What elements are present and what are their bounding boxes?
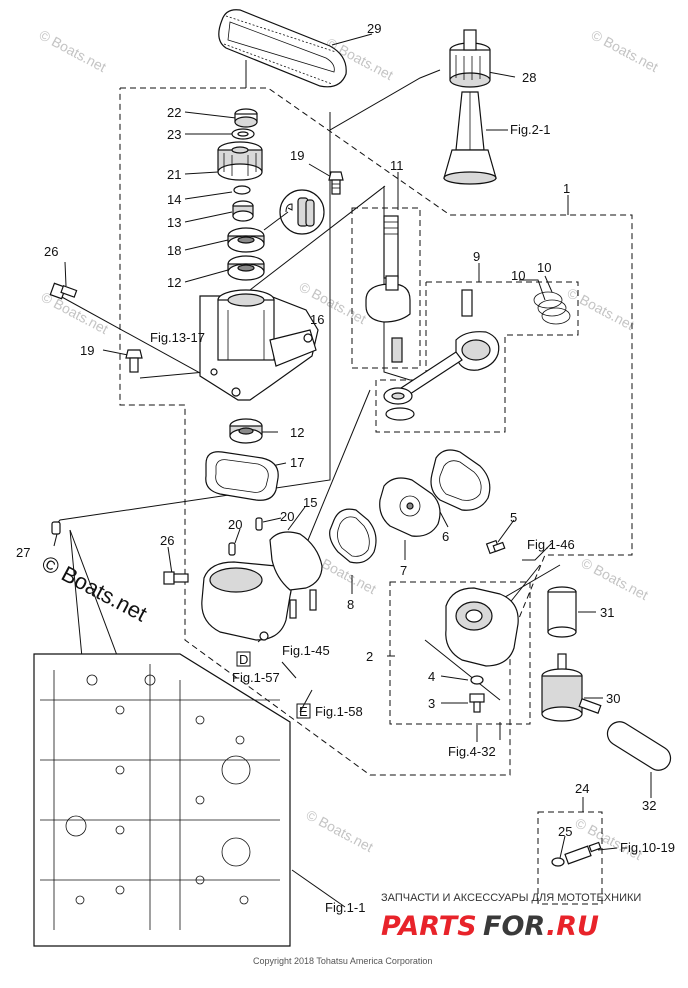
- pulley-assembly: [443, 29, 497, 185]
- callout-22: 22: [167, 105, 181, 120]
- bolt-26-upper: [49, 282, 78, 300]
- callout-20: 20: [280, 509, 294, 524]
- callout-2: 2: [366, 649, 373, 664]
- callout-32: 32: [642, 798, 656, 813]
- callout-28: 28: [522, 70, 536, 85]
- timing-belt: [218, 9, 347, 88]
- callout-3: 3: [428, 696, 435, 711]
- ref-fig1-46: Fig.1-46: [527, 537, 575, 552]
- callout-6: 6: [442, 529, 449, 544]
- callout-30: 30: [606, 691, 620, 706]
- callout-labels: 29 28 1 22 23 21 14 13 18 12 19 11 9 10 …: [16, 21, 656, 839]
- pipe-27: [51, 521, 61, 535]
- ref-fig1-57: Fig.1-57: [232, 670, 280, 685]
- callout-21: 21: [167, 167, 181, 182]
- gasket-17: [205, 451, 279, 501]
- pump-body: [445, 587, 519, 713]
- bolt-26-lower: [163, 571, 189, 585]
- watermark: © Boats.net: [304, 807, 376, 856]
- callout-10: 10: [511, 268, 525, 283]
- ref-box-d: D: [239, 652, 248, 667]
- callout-1: 1: [563, 181, 570, 196]
- callout-10: 10: [537, 260, 551, 275]
- callout-17: 17: [290, 455, 304, 470]
- callout-25: 25: [558, 824, 572, 839]
- ref-fig1-45: Fig.1-45: [282, 643, 330, 658]
- callout-15: 15: [303, 495, 317, 510]
- ref-fig1-1: Fig.1-1: [325, 900, 365, 915]
- callout-12: 12: [167, 275, 181, 290]
- callout-27: 27: [16, 545, 30, 560]
- engine-block: [33, 653, 291, 947]
- ref-fig2-1: Fig.2-1: [510, 122, 550, 137]
- callout-8: 8: [347, 597, 354, 612]
- fitting-25: [551, 841, 602, 867]
- callout-29: 29: [367, 21, 381, 36]
- copyright-notice: Copyright 2018 Tohatsu America Corporati…: [253, 956, 432, 966]
- callout-12: 12: [290, 425, 304, 440]
- fuel-filter-group: [541, 586, 672, 771]
- callout-26: 26: [160, 533, 174, 548]
- footer-branding: ЗАПЧАСТИ И АКСЕССУАРЫ ДЛЯ МОТОТЕХНИКИ PA…: [253, 892, 641, 966]
- callout-24: 24: [575, 781, 589, 796]
- callout-18: 18: [167, 243, 181, 258]
- watermark: © Boats.net: [565, 285, 637, 334]
- ref-box-e: E: [299, 704, 308, 719]
- brand-logo-parts: PARTS: [381, 911, 477, 942]
- diaphragm-stack: [329, 449, 491, 564]
- callout-14: 14: [167, 192, 181, 207]
- callout-16: 16: [310, 312, 324, 327]
- seal-detail-icon: [263, 189, 325, 235]
- crankshaft-11: [365, 215, 411, 363]
- callout-20: 20: [228, 517, 242, 532]
- brand-logo-ru: .RU: [546, 911, 599, 942]
- watermark: © Boats.net: [579, 555, 651, 604]
- lower-housing-15: [201, 531, 323, 641]
- callout-19: 19: [290, 148, 304, 163]
- bolt-5: [485, 539, 506, 555]
- callout-31: 31: [600, 605, 614, 620]
- shop-tagline: ЗАПЧАСТИ И АКСЕССУАРЫ ДЛЯ МОТОТЕХНИКИ: [381, 892, 641, 904]
- callout-7: 7: [400, 563, 407, 578]
- brand-logo-for: FOR: [483, 911, 545, 942]
- callout-23: 23: [167, 127, 181, 142]
- figure-references: Fig.2-1 Fig.13-17 Fig.1-46 Fig.1-45 D Fi…: [150, 122, 675, 915]
- ref-fig10-19: Fig.10-19: [620, 840, 675, 855]
- bolt-19-lower: [125, 349, 143, 373]
- callout-4: 4: [428, 669, 435, 684]
- ref-fig13-17: Fig.13-17: [150, 330, 205, 345]
- callout-5: 5: [510, 510, 517, 525]
- watermark-large: © Boats.net: [38, 550, 152, 626]
- bearing-stack: [217, 108, 265, 281]
- callout-26: 26: [44, 244, 58, 259]
- dowel-pins-20: [228, 517, 263, 556]
- ref-fig4-32: Fig.4-32: [448, 744, 496, 759]
- watermark: © Boats.net: [37, 27, 109, 76]
- ref-fig1-58: Fig.1-58: [315, 704, 363, 719]
- upper-housing: [199, 289, 319, 401]
- watermark: © Boats.net: [589, 27, 661, 76]
- bolt-19-upper: [328, 171, 344, 195]
- callout-9: 9: [473, 249, 480, 264]
- piston-group: [383, 289, 571, 421]
- callout-19: 19: [80, 343, 94, 358]
- callout-13: 13: [167, 215, 181, 230]
- bearing-12-lower: [229, 418, 263, 444]
- callout-11: 11: [390, 158, 404, 173]
